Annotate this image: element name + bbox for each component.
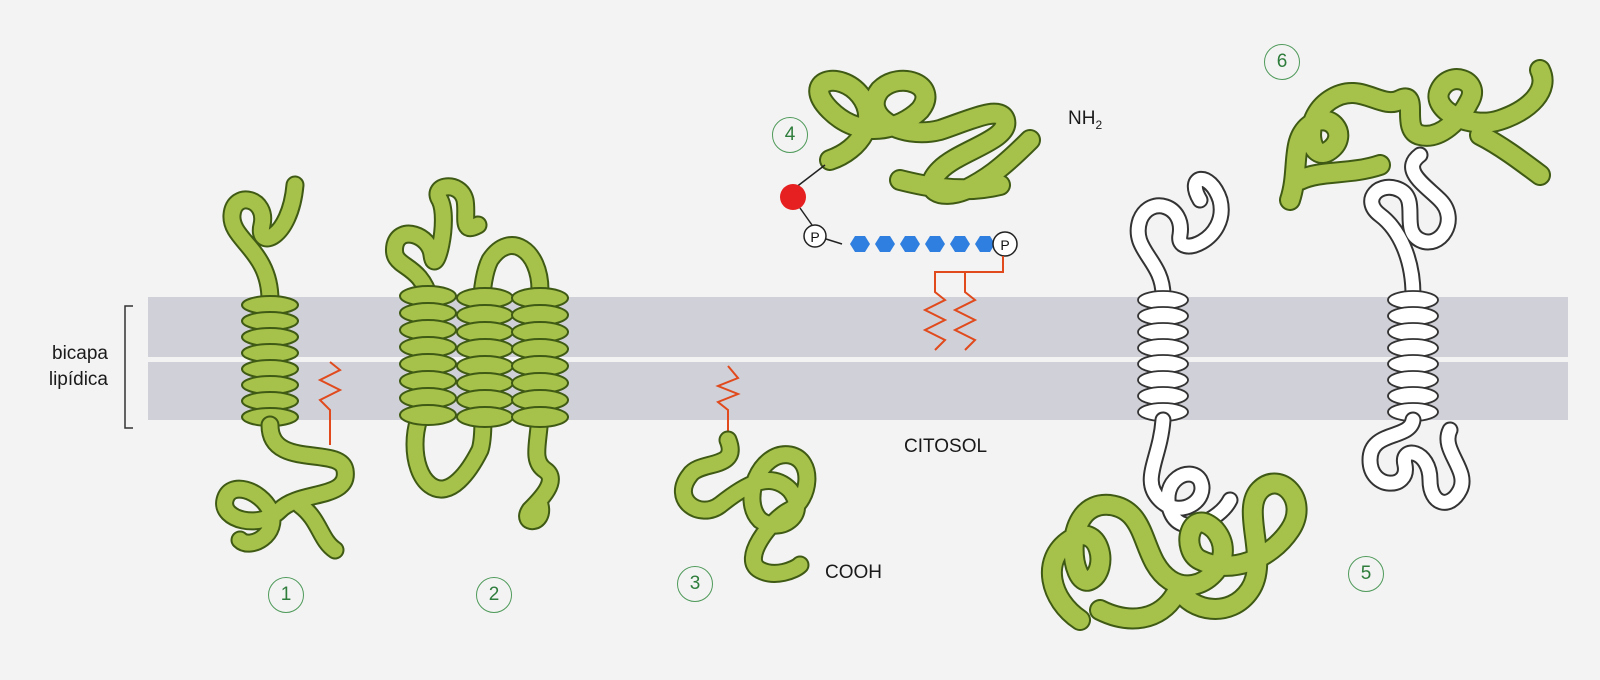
bilayer-label-line1: bicapa (52, 343, 108, 364)
protein-4-linker (794, 164, 826, 189)
protein-number-1: 1 (268, 577, 304, 613)
protein-1-lipid-chain (317, 361, 343, 445)
nh-subscript: 2 (1095, 118, 1103, 132)
phosphate-right (992, 231, 1018, 257)
protein-number-3: 3 (677, 566, 713, 602)
protein-2-helix-b (456, 287, 514, 428)
sugar-chain (850, 236, 995, 252)
protein-4-lipid-chains (922, 256, 1004, 351)
bilayer-outer-leaflet (148, 297, 1568, 357)
protein-number-6: 6 (1264, 44, 1300, 80)
protein-3-lipid-chain (715, 365, 741, 440)
protein-6-white-helix (1387, 290, 1439, 422)
bilayer-label-line2: lipídica (48, 369, 108, 390)
lipid-bilayer (148, 297, 1568, 420)
protein-3-lipid-anchored (674, 430, 817, 583)
protein-1-helix (241, 295, 299, 427)
protein-5-peripheral (1041, 170, 1308, 631)
cooh-label: COOH (825, 562, 882, 583)
protein-number-4: 4 (772, 117, 808, 153)
nh2-label: NH2 (1068, 108, 1103, 132)
bilayer-bracket (124, 305, 133, 429)
protein-6-peripheral (1279, 59, 1554, 511)
bilayer-label: bicapa lipídica (8, 341, 108, 393)
protein-4-gpi-anchored: P P (780, 69, 1041, 351)
phosphate-left (803, 224, 827, 248)
protein-2-multi-pass (385, 177, 569, 531)
protein-number-2: 2 (476, 577, 512, 613)
protein-5-white-helix (1137, 290, 1189, 422)
phosphate-right-label: P (1000, 237, 1009, 253)
protein-2-helix-a (399, 285, 457, 426)
lipid-head-red (780, 184, 806, 210)
phosphate-left-label: P (810, 229, 819, 245)
bilayer-inner-leaflet (148, 362, 1568, 420)
protein-2-helix-c (511, 287, 569, 428)
citosol-label: CITOSOL (904, 436, 988, 457)
protein-number-5: 5 (1348, 556, 1384, 592)
protein-1-single-pass (215, 175, 355, 560)
nh-text: NH (1068, 108, 1096, 129)
